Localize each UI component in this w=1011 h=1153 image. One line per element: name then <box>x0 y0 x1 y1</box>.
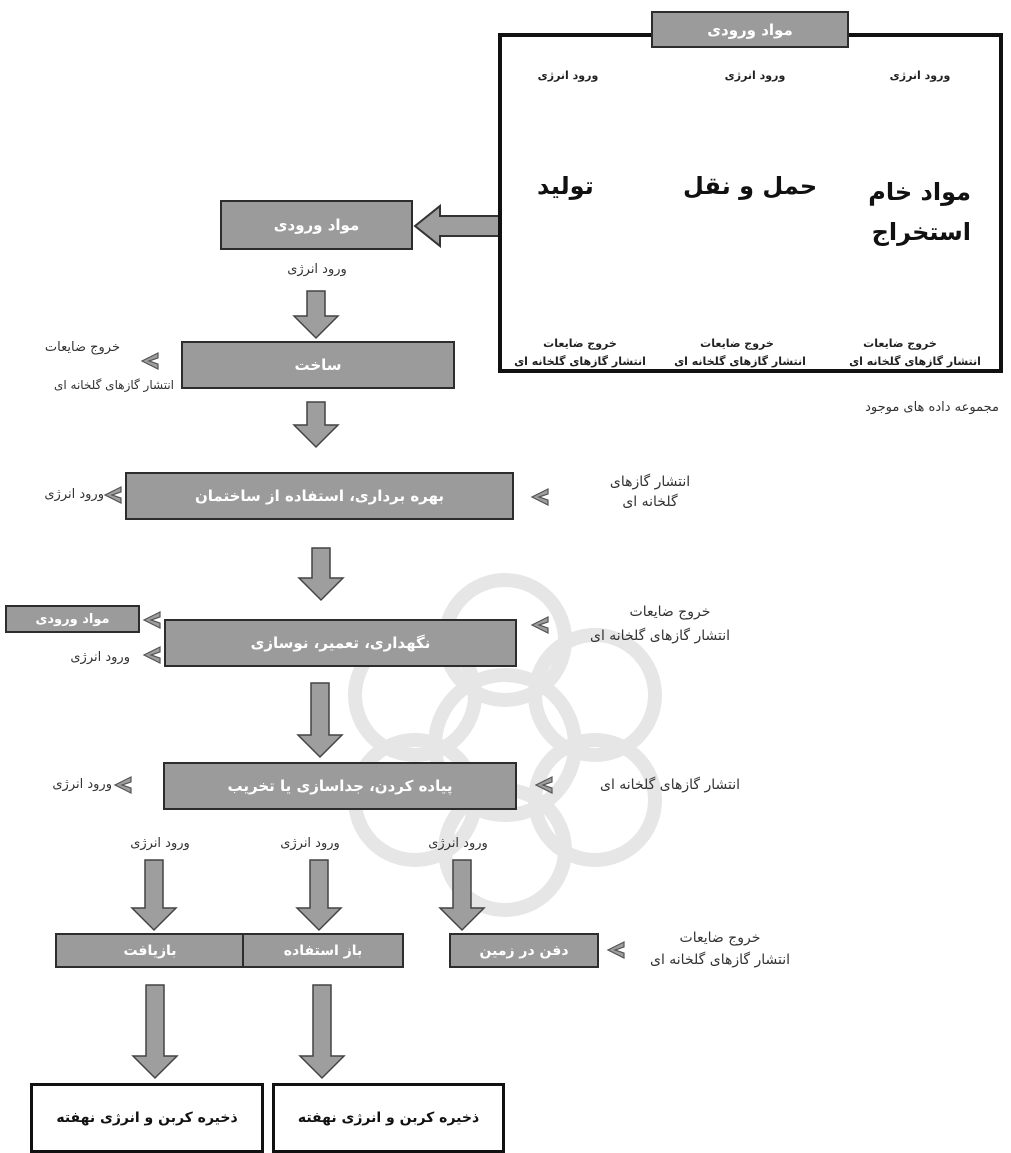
landfill-ghg-label: انتشار گازهای گلخانه ای <box>649 952 791 968</box>
demolition-energy-label: ورود انرژی <box>52 777 112 792</box>
maintenance-energy-label: ورود انرژی <box>70 650 130 665</box>
chevron-operation-energy <box>103 486 122 504</box>
landfill-energy-label: ورود انرژی <box>428 836 488 851</box>
ghg-label-1: انتشار گازهای گلخانه ای <box>849 355 981 368</box>
maintenance-ghg-label: انتشار گازهای گلخانه ای <box>589 628 731 644</box>
reuse-box: باز استفاده <box>242 933 404 968</box>
arrow-to-maintenance <box>297 547 345 602</box>
waste-label-3: خروج ضایعات <box>543 337 617 350</box>
existing-data-caption: مجموعه داده های موجود <box>865 400 999 415</box>
waste-label-1: خروج ضایعات <box>863 337 937 350</box>
operation-box: بهره برداری، استفاده از ساختمان <box>125 472 514 520</box>
chevron-demolition-energy <box>113 776 132 794</box>
energy-input-label-1: ورود انرژی <box>889 69 951 82</box>
chevron-operation-ghg <box>530 488 549 506</box>
arrow-to-landfill <box>438 859 486 932</box>
maintenance-input-box: مواد ورودی <box>5 605 140 633</box>
chevron-maintenance-energy <box>142 646 161 664</box>
ghg-label-3: انتشار گازهای گلخانه ای <box>514 355 646 368</box>
chevron-construction-out <box>140 352 159 370</box>
stage-raw-extraction: مواد خام استخراج <box>868 178 971 246</box>
chevron-landfill-out <box>606 941 625 959</box>
chevron-maintenance-input <box>142 611 161 629</box>
landfill-waste-label: خروج ضایعات <box>679 930 761 946</box>
operation-ghg-label: انتشار گازهای گلخانه ای <box>609 474 691 510</box>
construction-box: ساخت <box>181 341 455 389</box>
arrow-to-storage-reuse <box>298 984 346 1080</box>
maintenance-waste-label: خروج ضایعات <box>629 604 711 620</box>
big-left-arrow <box>413 203 501 249</box>
reuse-energy-label: ورود انرژی <box>280 836 340 851</box>
stage-production: تولید <box>537 172 594 200</box>
source-header-box: مواد ورودی <box>651 11 849 48</box>
waste-label-2: خروج ضایعات <box>700 337 774 350</box>
chevron-demolition-ghg <box>534 776 553 794</box>
chevron-maintenance-out <box>530 616 549 634</box>
construction-waste-label: خروج ضایعات <box>44 340 120 355</box>
ghg-label-2: انتشار گازهای گلخانه ای <box>674 355 806 368</box>
storage-box-reuse: ذخیره کربن و انرژی نهفته <box>272 1083 505 1153</box>
demolition-box: پیاده کردن، جداسازی یا تخریب <box>163 762 517 810</box>
arrow-to-reuse <box>295 859 343 932</box>
arrow-to-operation <box>292 401 340 449</box>
storage-box-recycling: ذخیره کربن و انرژی نهفته <box>30 1083 264 1153</box>
arrow-to-storage-recycling <box>131 984 179 1080</box>
stage-transport: حمل و نقل <box>683 172 818 200</box>
energy-input-label-3: ورود انرژی <box>537 69 599 82</box>
arrow-to-recycling <box>130 859 178 932</box>
recycling-box: بازیافت <box>55 933 245 968</box>
existing-data-frame <box>498 33 1003 373</box>
input-energy-label: ورود انرژی <box>287 262 347 277</box>
energy-input-label-2: ورود انرژی <box>724 69 786 82</box>
arrow-to-demolition <box>296 682 344 759</box>
arrow-to-construction <box>292 290 340 340</box>
construction-ghg-label: انتشار گازهای گلخانه ای <box>53 378 174 392</box>
operation-energy-label: ورود انرژی <box>44 487 104 502</box>
demolition-ghg-label: انتشار گازهای گلخانه ای <box>599 777 741 793</box>
maintenance-box: نگهداری، تعمیر، نوسازی <box>164 619 517 667</box>
landfill-box: دفن در زمین <box>449 933 599 968</box>
input-materials-box: مواد ورودی <box>220 200 413 250</box>
recycling-energy-label: ورود انرژی <box>130 836 190 851</box>
